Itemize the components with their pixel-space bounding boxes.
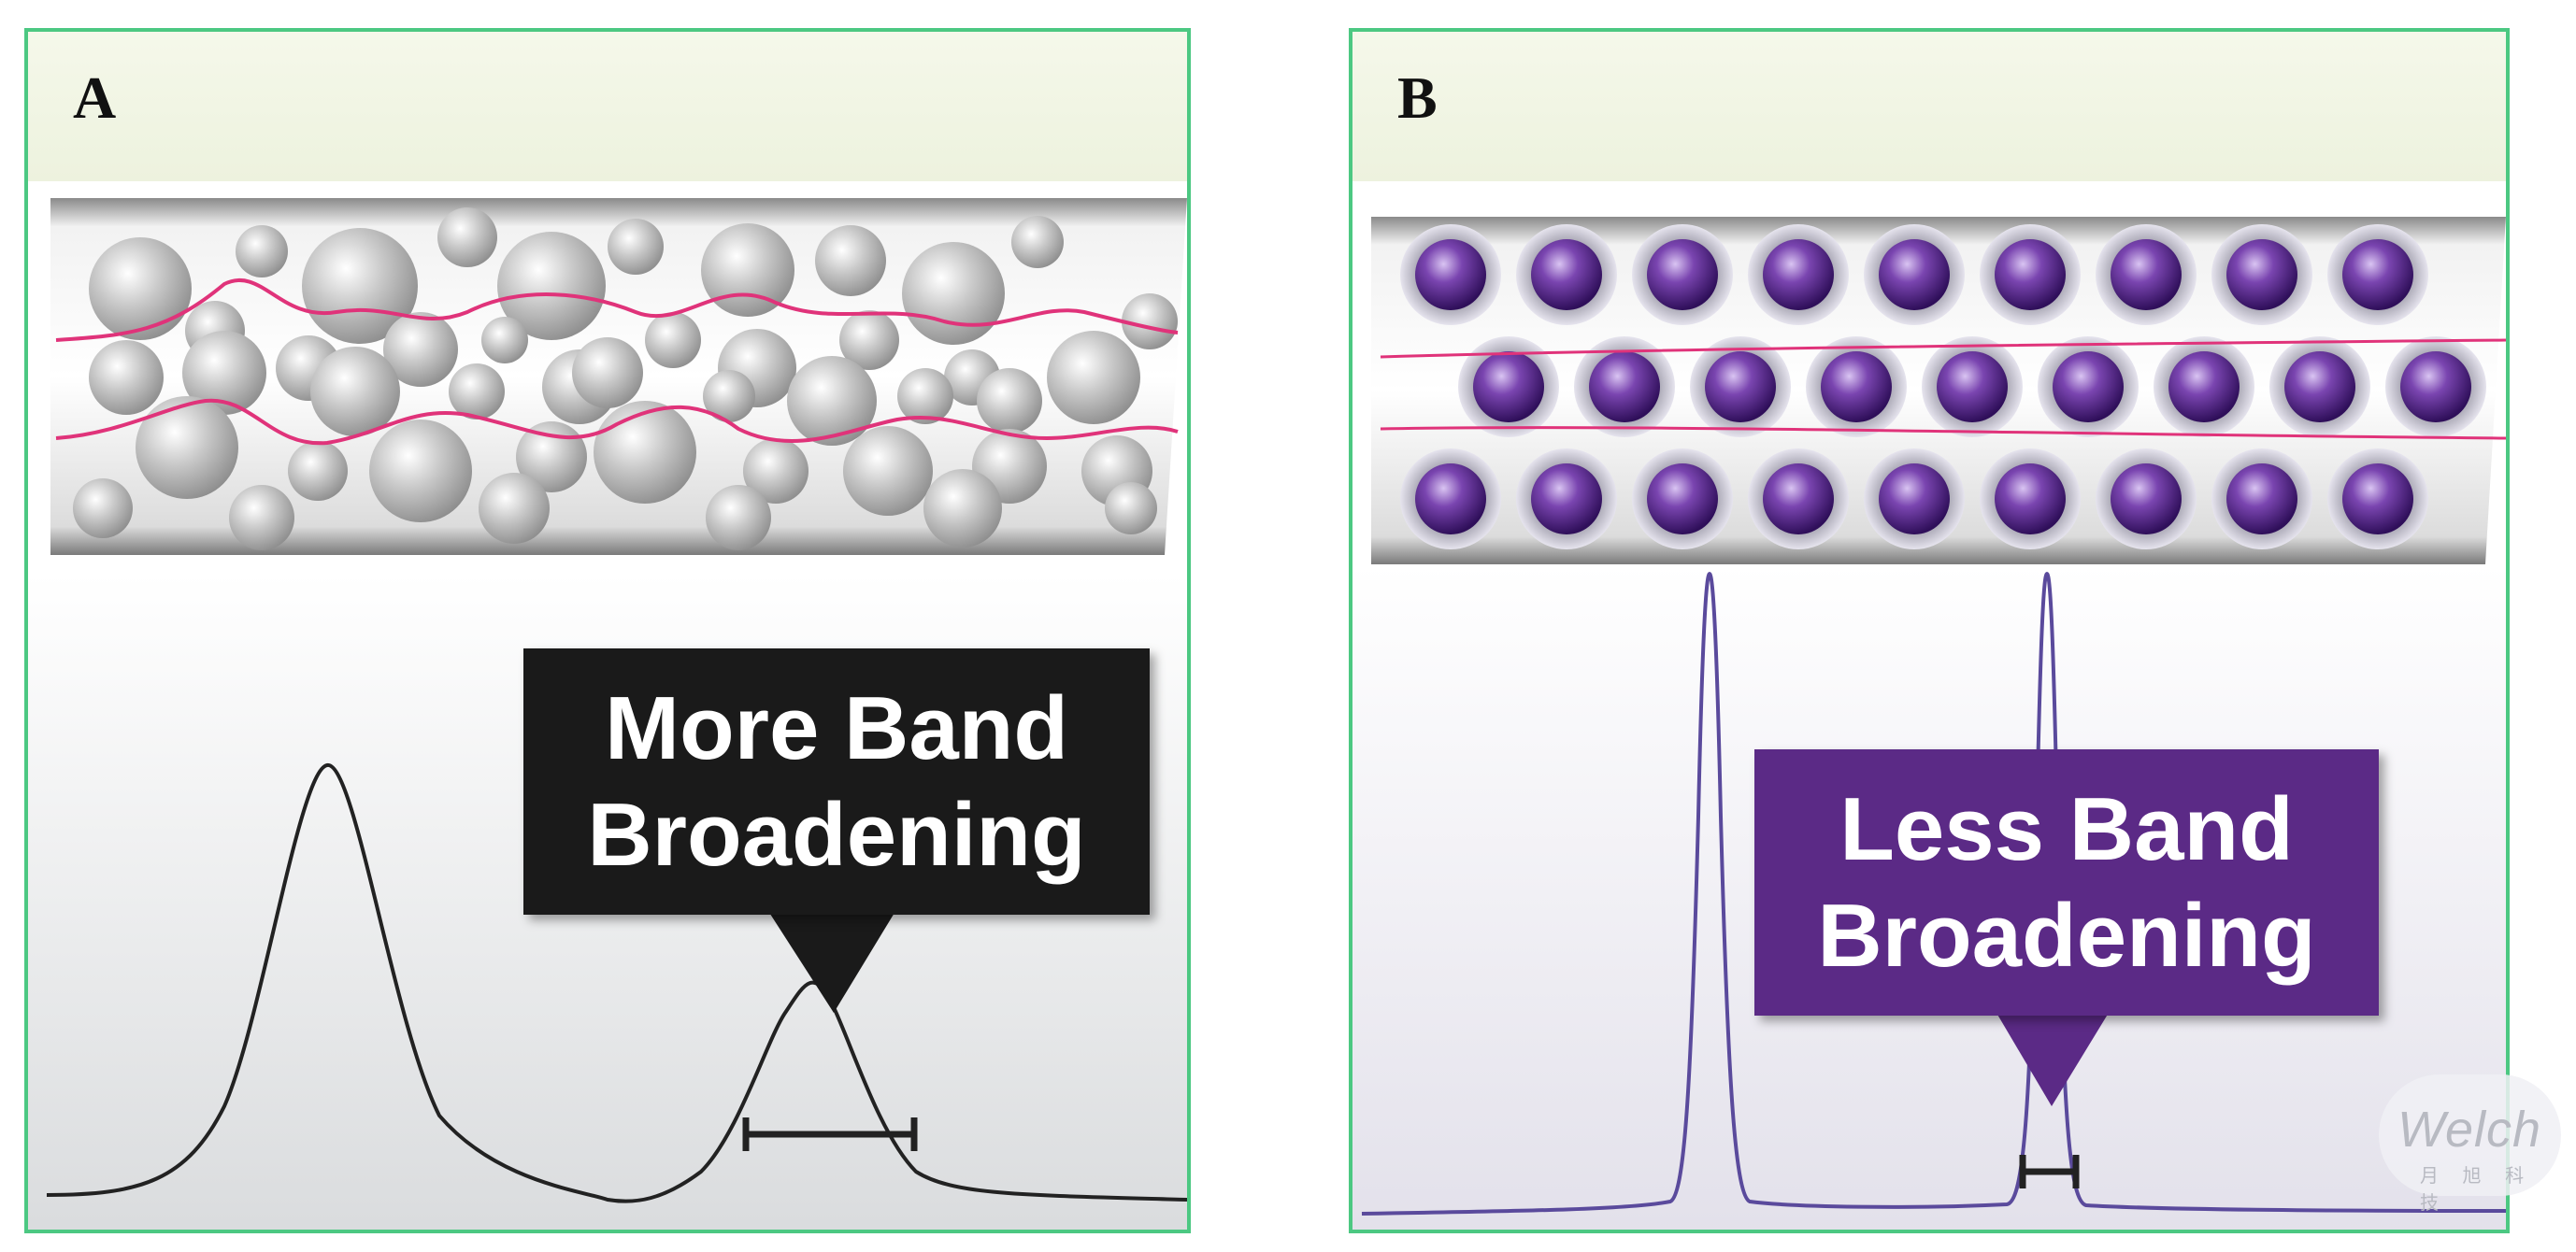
particle-b: [1937, 351, 2008, 422]
particle-a: [645, 312, 701, 368]
particle-a: [1105, 482, 1157, 534]
particle-a: [479, 473, 550, 544]
particle-a: [706, 485, 771, 550]
particle-a: [383, 312, 458, 387]
particle-b: [1415, 239, 1486, 310]
flow-path-b-lower: [1380, 426, 2506, 440]
watermark-subtitle: 月 旭 科 技: [2420, 1166, 2534, 1214]
particle-b: [1879, 463, 1950, 534]
column-a-particles: [73, 207, 1178, 550]
particle-a: [594, 401, 696, 504]
trace-a: [46, 763, 1187, 1203]
panel-a: A: [24, 28, 1191, 1233]
callout-less-band-broadening: Less Band Broadening: [1754, 749, 2379, 1016]
panel-b-header: [1352, 32, 2506, 181]
watermark-logo: Welch 月 旭 科 技: [2379, 1074, 2561, 1214]
particle-b: [2111, 239, 2182, 310]
particle-a: [310, 347, 400, 436]
particle-a: [843, 426, 933, 516]
particle-a: [815, 225, 886, 296]
callout-b-line1: Less Band: [1839, 779, 2294, 880]
particle-a: [902, 242, 1005, 345]
column-b-particles: [1400, 224, 2486, 549]
particle-b: [1763, 239, 1834, 310]
particle-b: [2226, 239, 2297, 310]
particle-a: [89, 340, 164, 415]
peak-width-bar-b: [2019, 1155, 2080, 1188]
panel-a-header: [28, 32, 1187, 181]
particle-a: [89, 237, 192, 340]
callout-more-band-broadening: More Band Broadening: [523, 648, 1150, 915]
particle-b: [2342, 239, 2413, 310]
particle-a: [229, 485, 294, 550]
chromatogram-b: Less Band Broadening: [1352, 536, 2506, 1230]
particle-b: [1995, 463, 2066, 534]
particle-b: [1473, 351, 1544, 422]
particle-b: [2400, 351, 2471, 422]
particle-a: [369, 420, 472, 522]
particle-b: [2053, 351, 2124, 422]
particle-a: [1122, 293, 1178, 349]
watermark-logo-text: Welch: [2397, 1102, 2542, 1158]
particle-a: [743, 438, 809, 504]
particle-b: [1879, 239, 1950, 310]
column-a-irregular-packing: [50, 198, 1187, 555]
baseline-tick-a: [608, 1232, 611, 1233]
particle-a: [1011, 216, 1064, 268]
flow-path-b-upper: [1380, 338, 2506, 359]
panel-b: B: [1349, 28, 2510, 1233]
flow-path-a-upper: [55, 277, 1179, 342]
particle-a: [449, 363, 505, 420]
callout-a-pointer: [766, 908, 897, 1013]
particle-a: [572, 337, 643, 408]
particle-a: [73, 478, 133, 538]
particle-a: [288, 441, 348, 501]
particle-b: [1821, 351, 1892, 422]
flow-path-a-lower: [55, 398, 1179, 446]
particle-a: [497, 232, 606, 340]
chromatogram-a: More Band Broadening: [28, 536, 1187, 1230]
particle-b: [1531, 239, 1602, 310]
particle-a: [1047, 331, 1140, 424]
particle-a: [839, 310, 899, 370]
particle-a: [608, 219, 664, 275]
callout-a-line1: More Band: [604, 678, 1069, 779]
panel-a-letter: A: [73, 64, 117, 131]
particle-a: [182, 331, 266, 415]
particle-b: [1995, 239, 2066, 310]
particle-b: [2168, 351, 2240, 422]
particle-a: [923, 469, 1002, 548]
particle-b: [2226, 463, 2297, 534]
particle-b: [1415, 463, 1486, 534]
particle-a: [136, 396, 238, 499]
peak-width-bar-a: [742, 1117, 918, 1151]
particle-a: [977, 368, 1042, 434]
baseline-axis-a: [28, 1232, 1187, 1233]
callout-a-line2: Broadening: [587, 784, 1086, 885]
callout-b-pointer: [1994, 1008, 2111, 1106]
column-b-uniform-packing: [1371, 217, 2506, 564]
particle-a: [701, 223, 794, 317]
particle-b: [2111, 463, 2182, 534]
callout-b-line2: Broadening: [1817, 885, 2316, 986]
particle-a: [897, 368, 953, 424]
particle-a: [481, 317, 528, 363]
particle-a: [787, 356, 877, 446]
particle-b: [1705, 351, 1776, 422]
particle-b: [2284, 351, 2355, 422]
particle-b: [1647, 239, 1718, 310]
particle-b: [1589, 351, 1660, 422]
particle-b: [1647, 463, 1718, 534]
particle-a: [302, 228, 418, 344]
particle-a: [236, 225, 288, 277]
particle-a: [437, 207, 497, 267]
particle-b: [1531, 463, 1602, 534]
panel-b-letter: B: [1397, 64, 1438, 131]
particle-b: [2342, 463, 2413, 534]
particle-b: [1763, 463, 1834, 534]
particle-a: [703, 370, 755, 422]
